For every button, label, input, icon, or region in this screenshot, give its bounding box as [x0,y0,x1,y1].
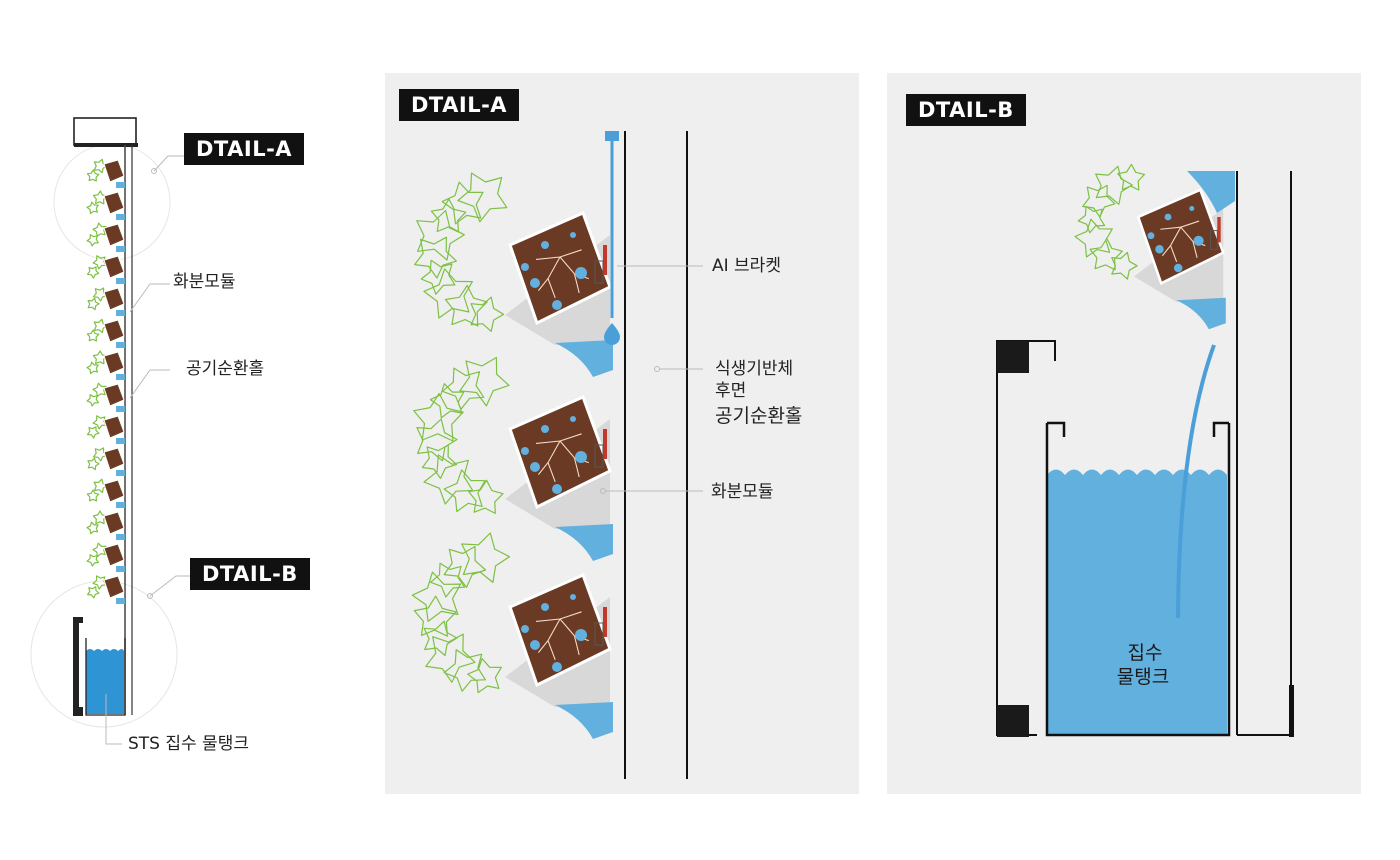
overview-tag-b: DTAIL-B [190,558,310,590]
water-stream [1176,344,1216,619]
detail-a-plants [411,172,511,694]
overview-pot-stack [86,158,125,604]
detail-b-tank-label-1: 집수 [1127,642,1163,664]
detail-b-tank-water [1047,469,1227,735]
detail-b-tank-label-2: 물탱크 [1116,666,1170,688]
detail-a-label-bracket: AI 브라켓 [712,256,781,276]
overview-tank-water [86,651,124,714]
detail-b-plants [1074,163,1145,280]
detail-b-drawing [996,163,1294,737]
detail-a-tag: DTAIL-A [399,89,520,121]
overview-label-air-hole: 공기순환홀 [186,359,265,379]
top-cap [73,117,137,146]
detail-b-tank [1045,423,1231,737]
detail-b-tag: DTAIL-B [906,94,1026,126]
water-drop [604,323,620,345]
detail-a-label-substrate-2: 후면 [715,381,747,401]
detail-a-drawing [411,131,703,779]
overview-tank-frame [73,618,79,716]
drip-pipe-head [605,131,619,141]
detail-b-module [1134,171,1235,330]
detail-a-label-substrate-3: 공기순환홀 [715,405,803,427]
detail-a-label-substrate-1: 식생기반체 [715,359,794,379]
overview-label-tank: STS 집수 물탱크 [128,734,249,754]
detail-a-label-pot-module: 화분모듈 [711,482,774,502]
detail-a-panel: DTAIL-A AI 브라켓 식생기반체 후면 공기순환홀 화분모듈 [385,73,859,794]
detail-a-modules [505,210,613,739]
detail-b-panel: DTAIL-B 집수 물탱크 [887,73,1361,794]
overview-label-pot-module: 화분모듈 [173,272,236,292]
overview-tag-a: DTAIL-A [184,133,305,165]
